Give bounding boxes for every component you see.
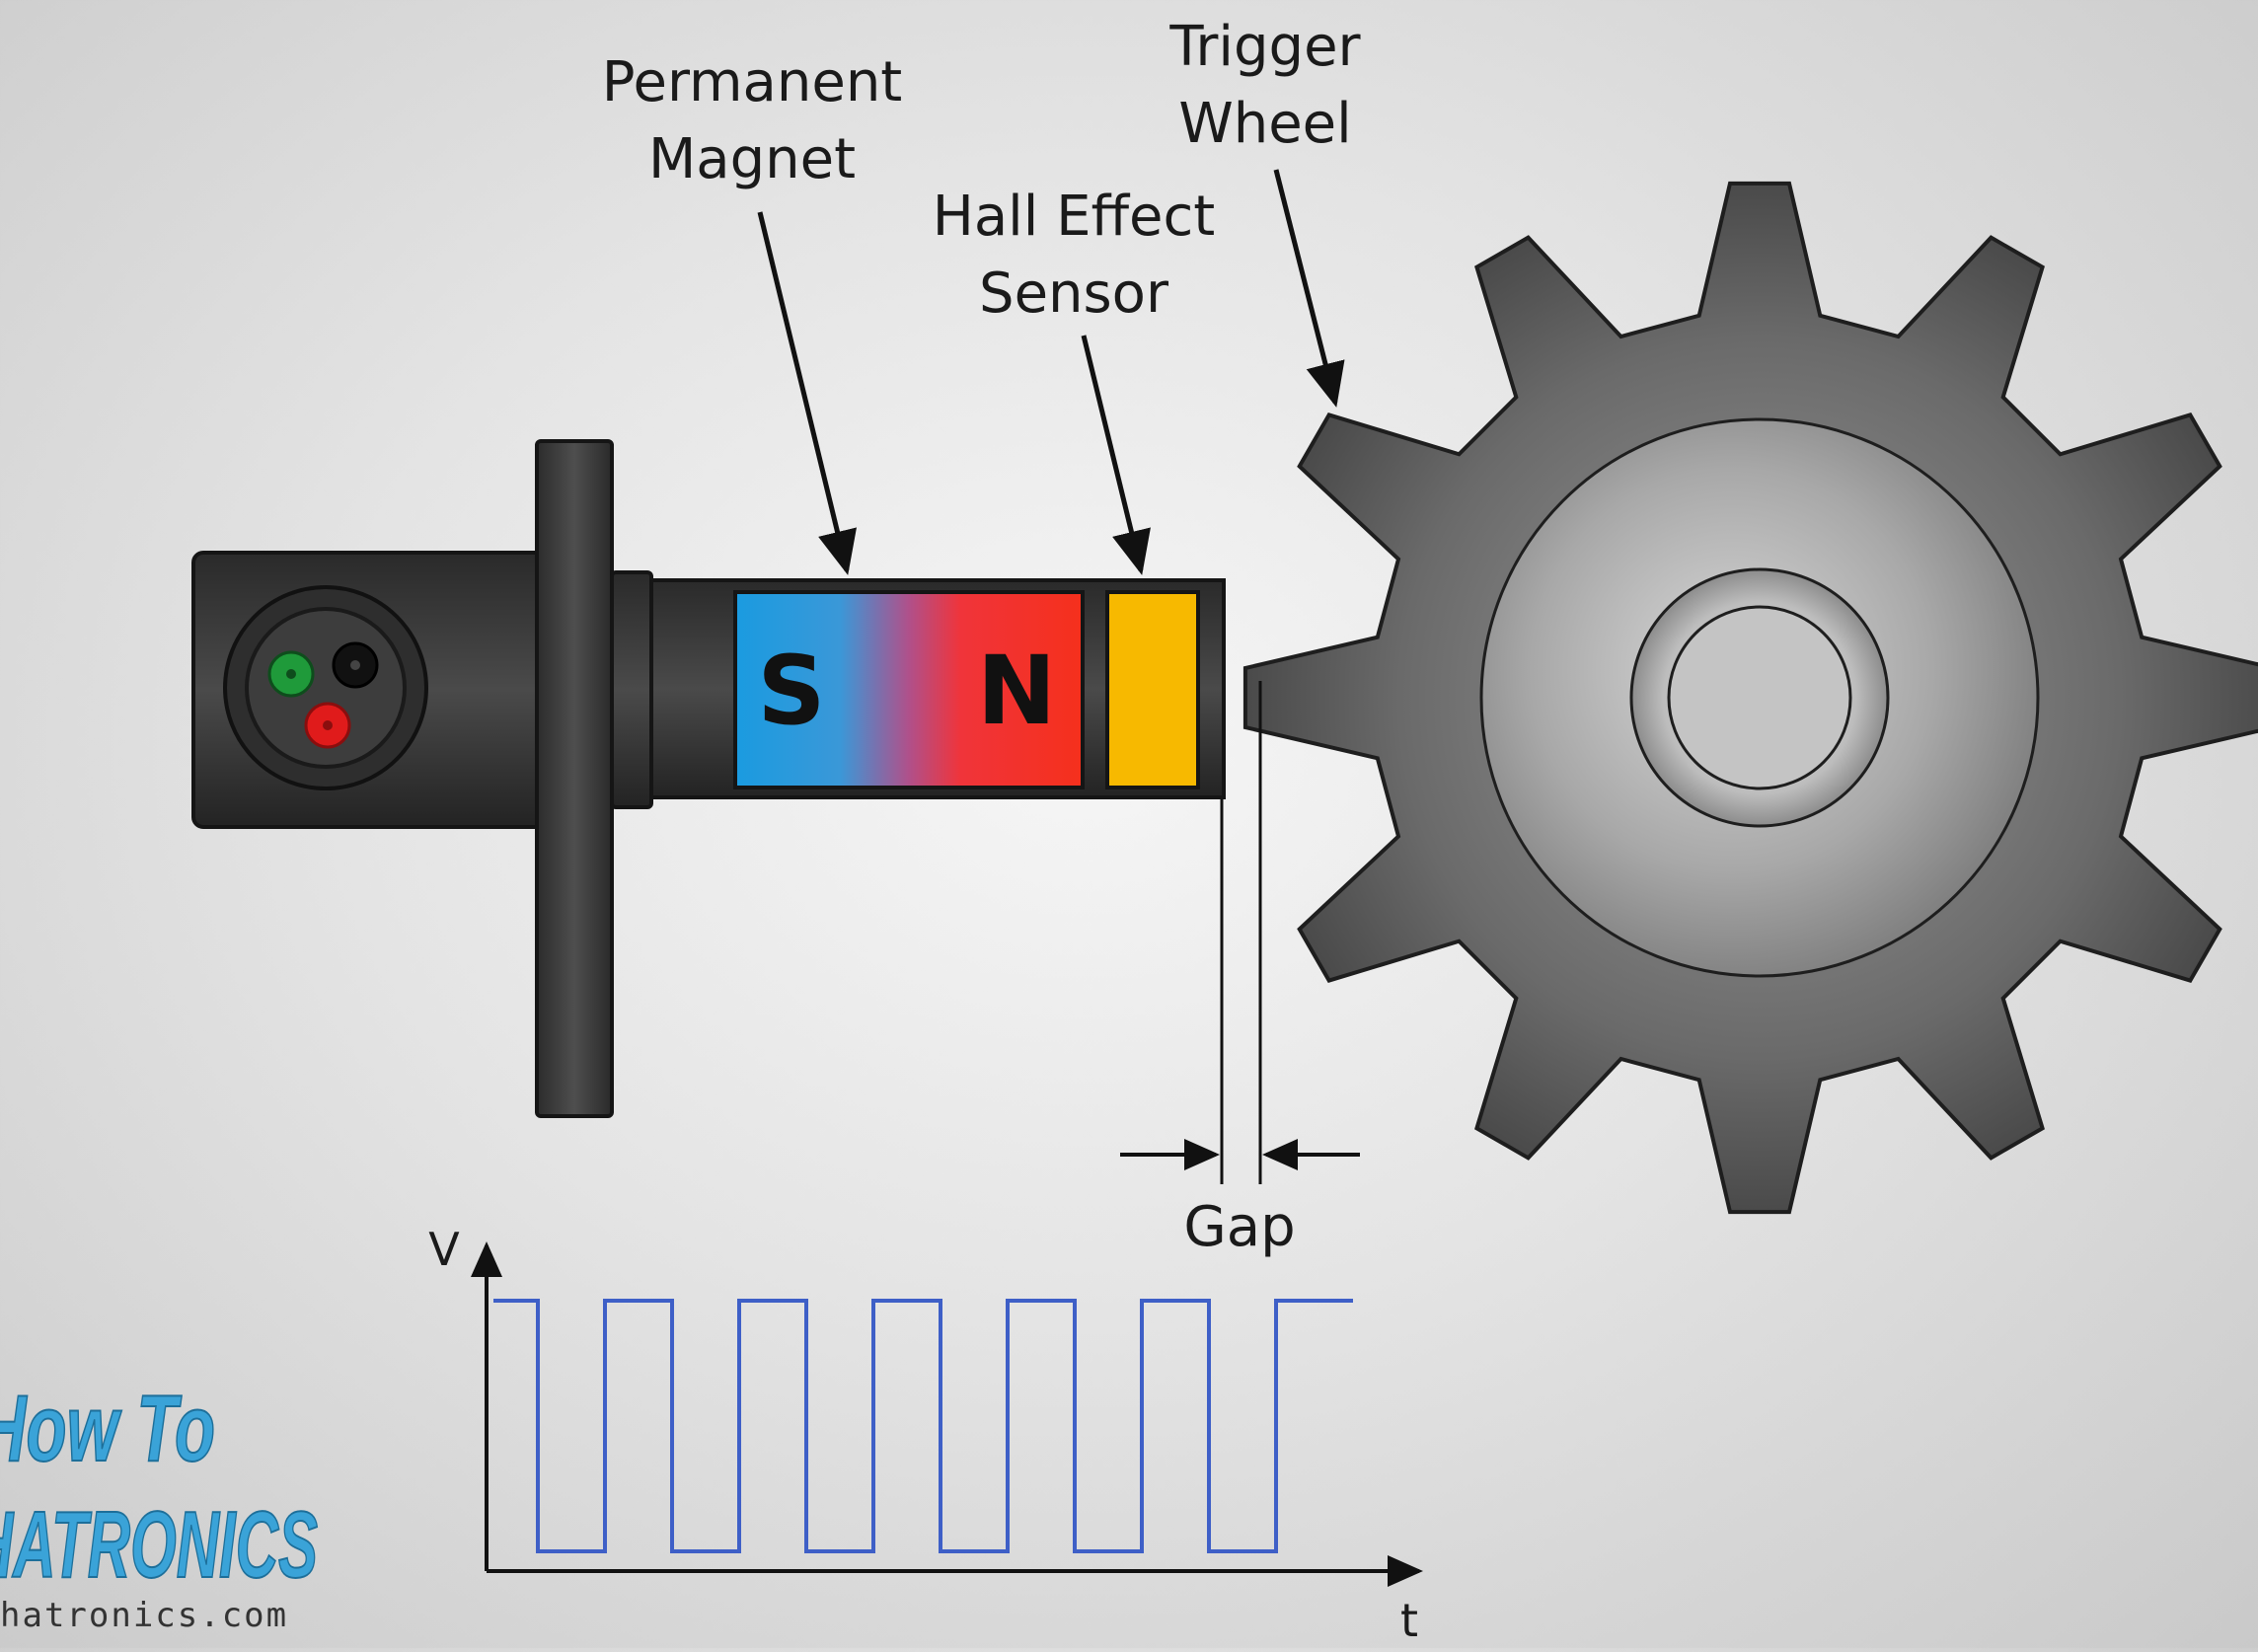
logo-line2: HATRONICS <box>0 1492 318 1598</box>
trigger-wheel-label-line2: Wheel <box>1178 92 1351 156</box>
hall-effect-sensor-chip <box>1105 590 1200 789</box>
magnet-north-label: N <box>977 636 1056 746</box>
y-axis-label: V <box>428 1223 460 1276</box>
signal-graph: V t <box>428 1223 1423 1647</box>
trigger-wheel-pointer <box>1273 169 1345 408</box>
logo-url: hatronics.com <box>0 1596 288 1635</box>
x-axis-label: t <box>1400 1594 1418 1647</box>
permanent-magnet-label-line1: Permanent <box>602 50 903 114</box>
flange-collar <box>610 570 653 809</box>
hall-sensor-label-line1: Hall Effect <box>933 185 1216 249</box>
sensor-body: S N <box>191 439 1226 1118</box>
permanent-magnet <box>733 590 1085 789</box>
hall-sensor-pointer <box>1081 335 1151 575</box>
square-wave-signal <box>493 1299 1353 1553</box>
magnet-south-label: S <box>757 636 825 746</box>
mounting-flange <box>535 439 614 1118</box>
trigger-wheel-hub <box>1667 605 1852 790</box>
trigger-wheel-label-line1: Trigger <box>1168 15 1361 79</box>
gap-indicator: Gap <box>1120 681 1360 1259</box>
gap-label: Gap <box>1183 1195 1295 1259</box>
hall-sensor-label-line2: Sensor <box>979 262 1169 326</box>
logo-line1: How To <box>0 1376 215 1481</box>
callouts: Permanent Magnet Hall Effect Sensor Trig… <box>602 15 1362 575</box>
permanent-magnet-pointer <box>757 211 858 575</box>
logo: How To HATRONICS hatronics.com <box>0 1375 319 1635</box>
permanent-magnet-label-line2: Magnet <box>648 127 856 191</box>
trigger-wheel <box>1242 181 2258 1215</box>
